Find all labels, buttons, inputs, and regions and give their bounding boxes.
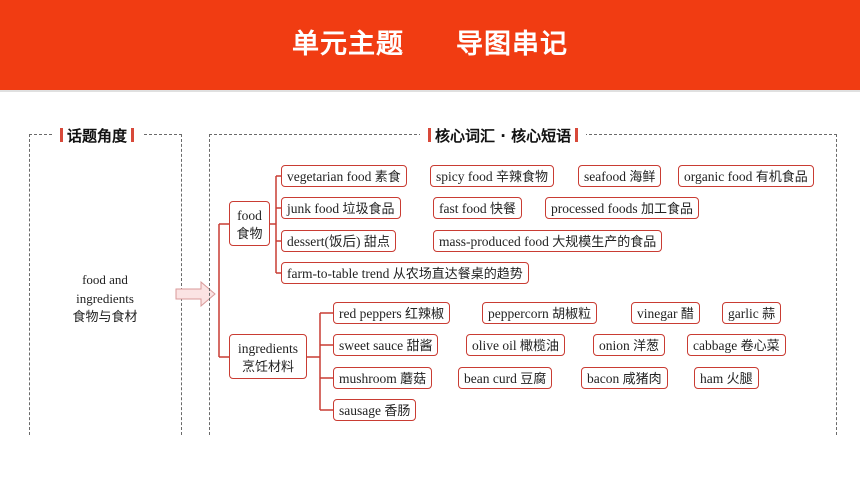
food-item: fast food 快餐 <box>433 197 523 219</box>
ingredient-item: olive oil 橄榄油 <box>466 334 566 356</box>
food-item: spicy food 辛辣食物 <box>430 165 555 187</box>
header-divider <box>0 90 860 92</box>
item-en: vegetarian food <box>287 169 372 184</box>
item-en: peppercorn <box>488 306 549 321</box>
topic-en-line1: food and <box>82 272 128 287</box>
item-en: processed foods <box>551 201 638 216</box>
food-item: dessert(饭后) 甜点 <box>281 230 396 252</box>
title-left: 单元主题 <box>292 29 404 60</box>
item-en: bean curd <box>464 371 517 386</box>
item-en: fast food <box>439 201 487 216</box>
left-panel-title-text: 话题角度 <box>67 127 128 145</box>
title-bar-left <box>60 128 63 142</box>
item-zh: 豆腐 <box>520 372 547 387</box>
item-zh: 橄榄油 <box>520 339 560 354</box>
food-item: seafood 海鲜 <box>578 165 662 187</box>
ingredient-item: sweet sauce 甜酱 <box>333 334 439 356</box>
item-en: spicy food <box>436 169 493 184</box>
item-zh: 香肠 <box>384 404 411 419</box>
title-right: 导图串记 <box>456 29 568 60</box>
item-en: dessert(饭后) <box>287 234 361 249</box>
topic-label: food and ingredients 食物与食材 <box>30 270 180 327</box>
item-en: cabbage <box>693 338 738 353</box>
ingredient-item: bean curd 豆腐 <box>458 367 553 389</box>
item-en: red peppers <box>339 306 402 321</box>
item-en: mushroom <box>339 371 397 386</box>
category-ingredients-zh: 烹饪材料 <box>241 360 294 375</box>
left-panel-title: 话题角度 <box>52 125 143 146</box>
food-item: organic food 有机食品 <box>678 165 814 187</box>
ingredient-item: garlic 蒜 <box>722 302 782 324</box>
item-en: garlic <box>728 306 759 321</box>
item-zh: 蘑菇 <box>400 372 427 387</box>
arrow-right-icon <box>175 281 216 307</box>
item-en: onion <box>599 338 630 353</box>
item-zh: 大规模生产的食品 <box>552 235 657 250</box>
item-zh: 有机食品 <box>755 170 808 185</box>
ingredient-item: onion 洋葱 <box>593 334 666 356</box>
ingredient-item: bacon 咸猪肉 <box>581 367 668 389</box>
item-zh: 海鲜 <box>629 170 656 185</box>
ingredient-item: ham 火腿 <box>694 367 759 389</box>
item-en: sweet sauce <box>339 338 404 353</box>
item-en: organic food <box>684 169 753 184</box>
ingredient-item: vinegar 醋 <box>631 302 700 324</box>
ingredient-item: red peppers 红辣椒 <box>333 302 450 324</box>
item-en: mass-produced food <box>439 234 549 249</box>
item-zh: 从农场直达餐桌的趋势 <box>392 267 523 282</box>
topic-zh: 食物与食材 <box>72 310 138 325</box>
item-zh: 洋葱 <box>633 339 660 354</box>
item-en: farm-to-table trend <box>287 266 390 281</box>
item-zh: 卷心菜 <box>740 339 780 354</box>
category-ingredients: ingredients 烹饪材料 <box>229 334 307 379</box>
ingredient-item: cabbage 卷心菜 <box>687 334 786 356</box>
item-zh: 甜点 <box>363 235 390 250</box>
category-food-en: food <box>237 208 262 223</box>
item-en: ham <box>700 371 724 386</box>
item-zh: 胡椒粒 <box>552 307 592 322</box>
header-banner: 单元主题 导图串记 <box>0 0 860 90</box>
item-en: junk food <box>287 201 340 216</box>
item-en: vinegar <box>637 306 678 321</box>
item-zh: 垃圾食品 <box>342 202 395 217</box>
category-ingredients-en: ingredients <box>238 341 298 356</box>
right-panel-title: 核心词汇 · 核心短语 <box>420 125 587 146</box>
item-zh: 红辣椒 <box>404 307 444 322</box>
item-zh: 咸猪肉 <box>622 372 662 387</box>
item-en: olive oil <box>472 338 517 353</box>
item-en: sausage <box>339 403 381 418</box>
right-panel-title-text: 核心词汇 · 核心短语 <box>435 127 572 145</box>
item-zh: 素食 <box>374 170 401 185</box>
food-item: vegetarian food 素食 <box>281 165 407 187</box>
ingredient-item: mushroom 蘑菇 <box>333 367 433 389</box>
topic-en-line2: ingredients <box>76 291 134 306</box>
item-zh: 蒜 <box>762 307 776 322</box>
item-zh: 醋 <box>680 307 694 322</box>
item-zh: 快餐 <box>490 202 517 217</box>
category-food: food 食物 <box>229 201 270 246</box>
item-zh: 火腿 <box>726 372 753 387</box>
food-item: mass-produced food 大规模生产的食品 <box>433 230 663 252</box>
title-bar-right <box>131 128 135 142</box>
food-item: junk food 垃圾食品 <box>281 197 401 219</box>
food-item: farm-to-table trend 从农场直达餐桌的趋势 <box>281 262 529 284</box>
item-zh: 辛辣食物 <box>496 170 549 185</box>
item-en: bacon <box>587 371 620 386</box>
ingredient-item: sausage 香肠 <box>333 399 417 421</box>
title-bar-right <box>575 128 579 142</box>
item-zh: 加工食品 <box>640 202 693 217</box>
item-zh: 甜酱 <box>406 339 433 354</box>
item-en: seafood <box>584 169 626 184</box>
food-item: processed foods 加工食品 <box>545 197 699 219</box>
title-bar-left <box>428 128 431 142</box>
page-title: 单元主题 导图串记 <box>0 22 860 61</box>
category-food-zh: 食物 <box>236 227 263 242</box>
ingredient-item: peppercorn 胡椒粒 <box>482 302 598 324</box>
